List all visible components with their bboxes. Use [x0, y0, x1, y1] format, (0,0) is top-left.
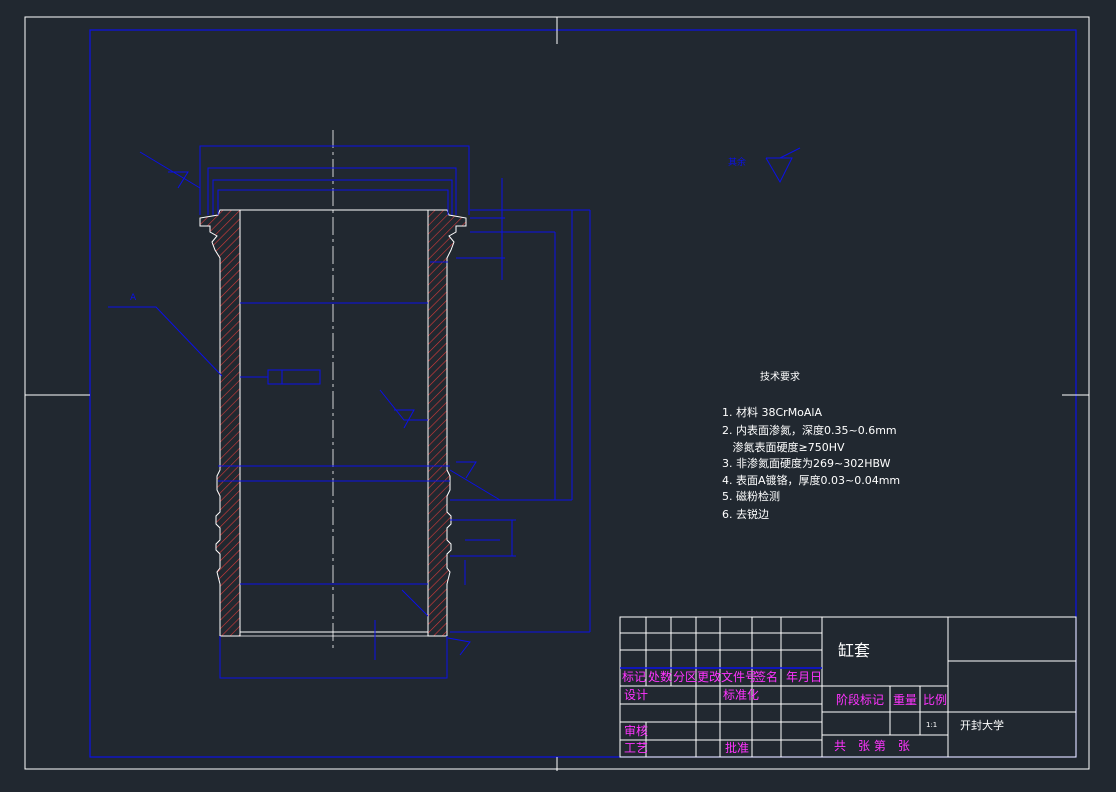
sheet-border [24, 16, 1090, 770]
design-label: 设计 [624, 688, 648, 702]
roughness-marks [139, 151, 501, 656]
part-name: 缸套 [838, 641, 870, 660]
stage-mark-label: 阶段标记 [836, 692, 884, 707]
rev-header: 签名 [754, 669, 778, 684]
tech-req-item: 6. 去锐边 [722, 507, 769, 521]
rev-header: 处数 [648, 669, 672, 684]
rev-header: 分区 [673, 670, 697, 684]
drawing-frame [89, 29, 1077, 758]
approve-label: 批准 [725, 740, 749, 755]
tech-req-heading: 技术要求 [760, 370, 800, 383]
tech-req-item: 5. 磁粉检测 [722, 489, 780, 503]
left-wall-section [199, 209, 241, 637]
tech-req-item: 2. 内表面渗氮，深度0.35~0.6mm [722, 423, 897, 437]
review-label: 审核 [624, 723, 648, 738]
title-block: 缸套 标记 处数 分区 更改文件号 签名 年月日 设计 标准化 审核 工艺 批准… [619, 616, 1077, 758]
right-wall-section [427, 209, 467, 637]
organization: 开封大学 [960, 718, 1004, 732]
scale-label: 比例 [923, 693, 947, 707]
tolerance-frame [240, 369, 321, 385]
process-label: 工艺 [624, 741, 648, 755]
sheet-count: 共 张 第 张 [834, 739, 910, 753]
rev-header: 标记 [622, 670, 646, 684]
rev-header: 更改文件号 [697, 669, 757, 684]
rev-header: 年月日 [786, 670, 822, 684]
tech-req-item: 1. 材料 38CrMoAlA [722, 405, 822, 419]
roughness-label: 其余 [728, 156, 746, 168]
general-roughness-note: 其余 [728, 147, 801, 184]
diameter-dimensions [199, 145, 470, 679]
cylinder-liner-section: A [108, 130, 591, 679]
length-dimensions [374, 178, 591, 660]
scale-value: 1:1 [926, 721, 937, 729]
weight-label: 重量 [893, 693, 917, 707]
tech-req-item: 渗氮表面硬度≥750HV [722, 440, 845, 454]
standardization-label: 标准化 [723, 688, 759, 702]
tech-req-item: 3. 非渗氮面硬度为269~302HBW [722, 456, 891, 470]
technical-requirements: 技术要求 1. 材料 38CrMoAlA 2. 内表面渗氮，深度0.35~0.6… [722, 370, 900, 521]
tech-req-item: 4. 表面A镀铬，厚度0.03~0.04mm [722, 473, 900, 487]
surface-a-label: A [130, 293, 137, 303]
roughness-symbol [765, 157, 793, 184]
surface-a-leader [108, 306, 223, 377]
